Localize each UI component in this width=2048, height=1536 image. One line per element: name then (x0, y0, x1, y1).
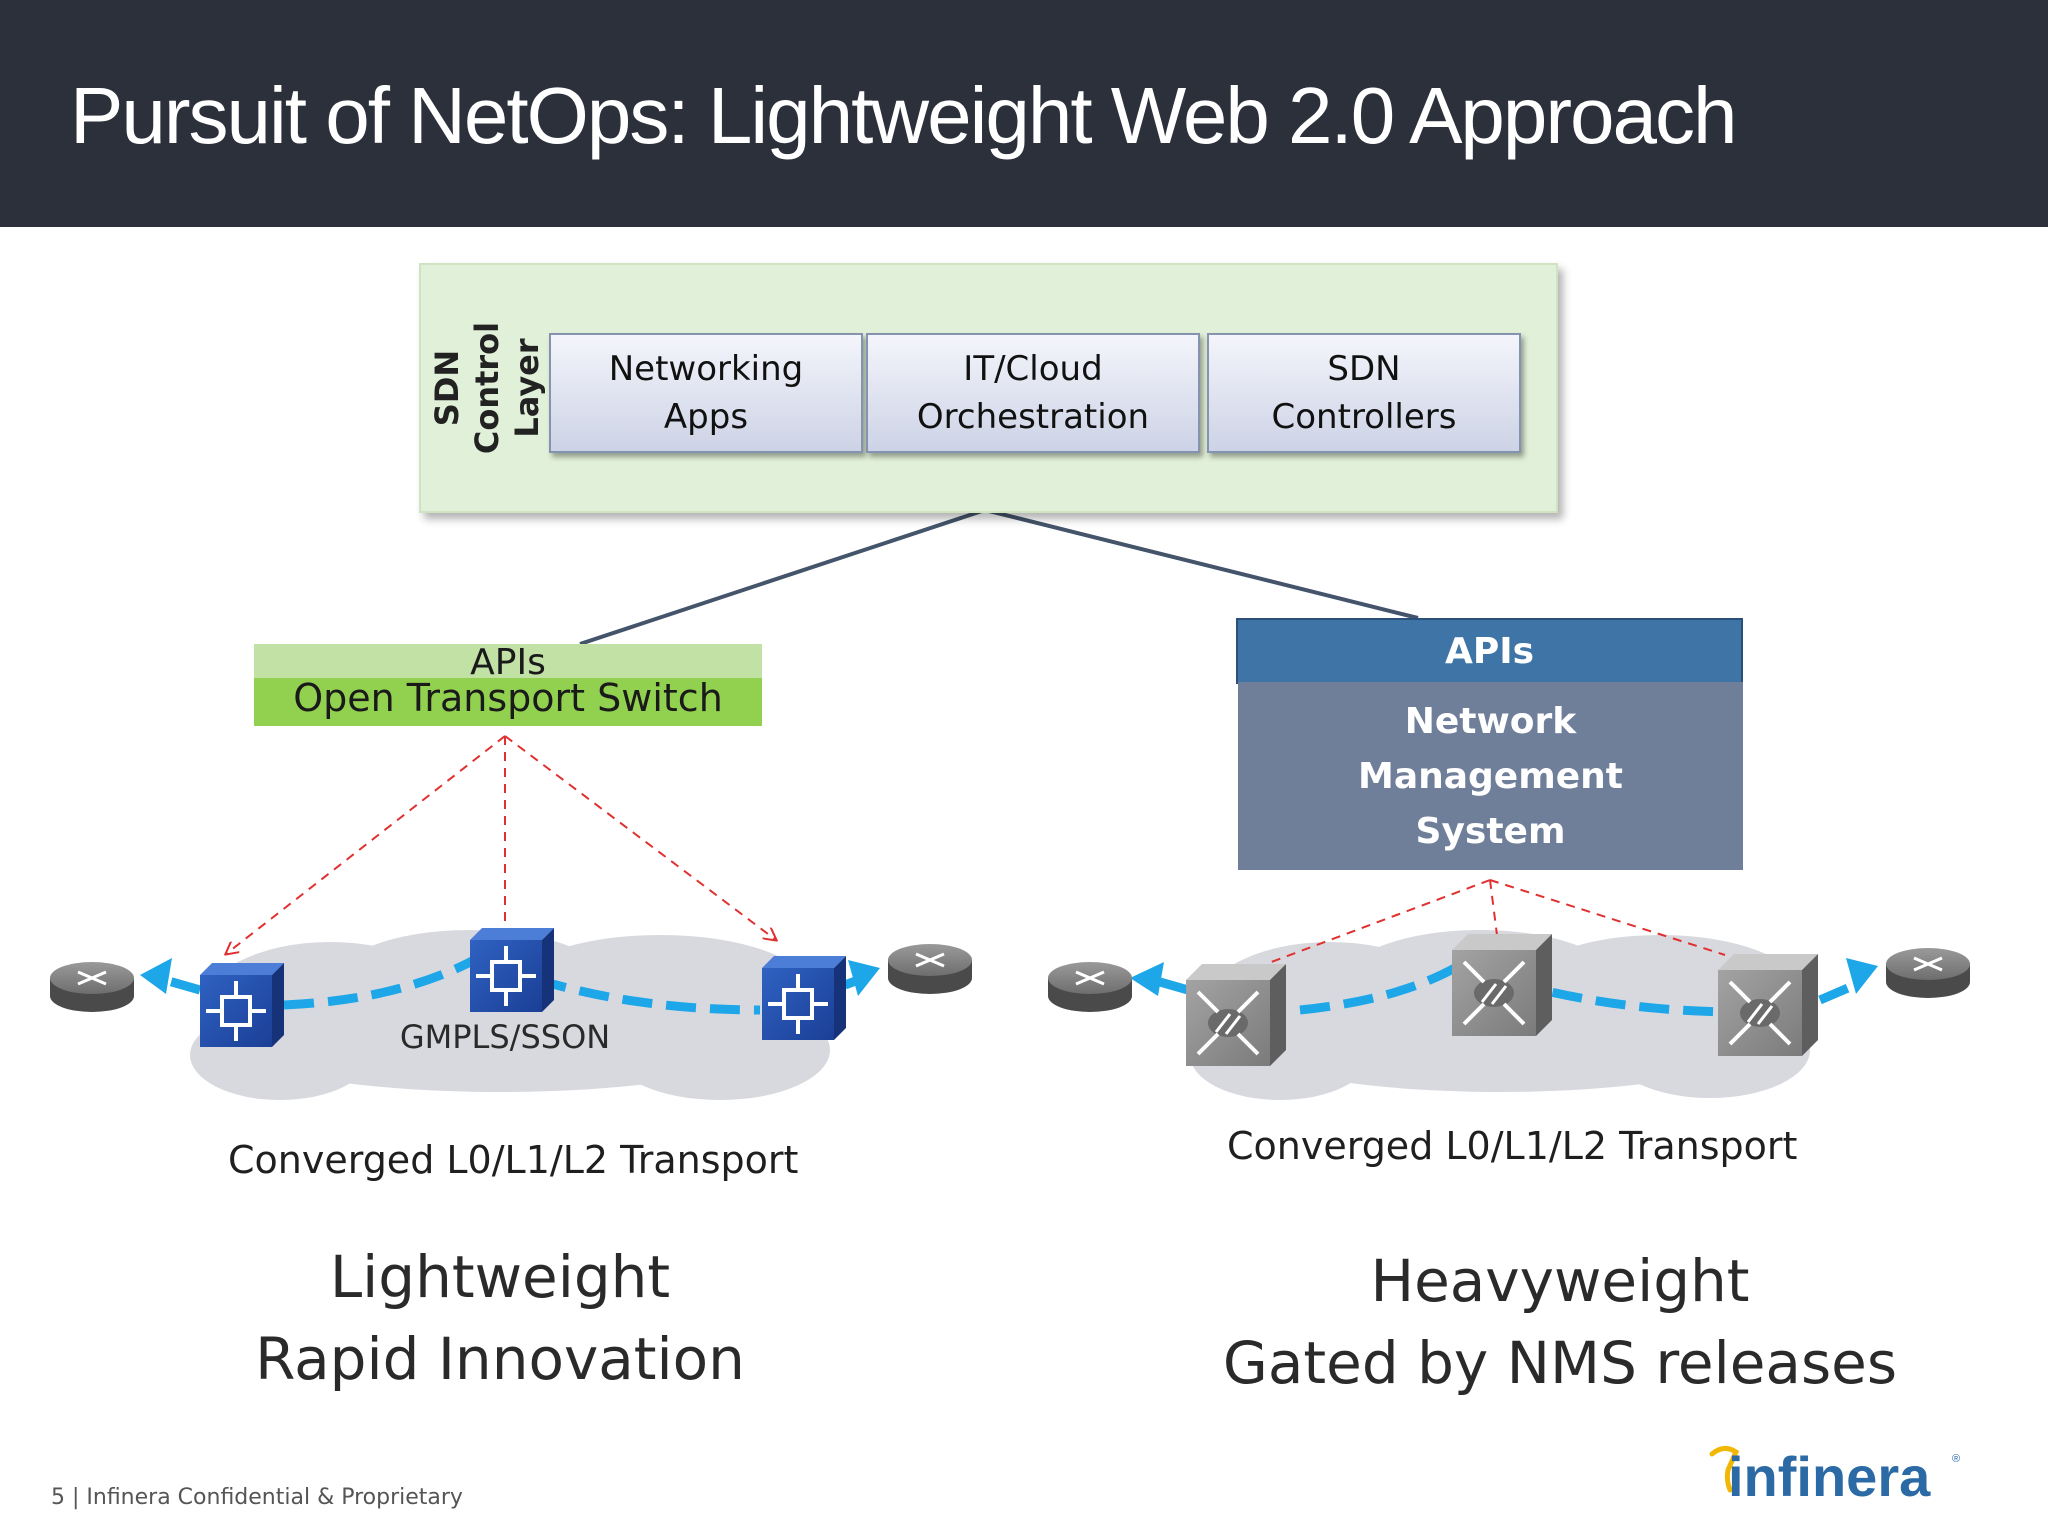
networking-apps-box: Networking Apps (549, 333, 863, 453)
network-management-system-box: Network Management System (1238, 682, 1743, 870)
lightweight-caption-line2: Rapid Innovation (255, 1325, 745, 1393)
ots-apis-bar (254, 644, 762, 678)
heavyweight-caption-line2: Gated by NMS releases (1222, 1329, 1898, 1397)
ots-apis-label: APIs (470, 642, 546, 683)
managed-switch-icon (1718, 954, 1818, 1056)
nms-apis-header: APIs (1236, 618, 1743, 684)
managed-switch-icon (1452, 934, 1552, 1036)
right-path-arrow-left (1130, 962, 1164, 996)
gmpls-sson-label: GMPLS/SSON (399, 1018, 611, 1056)
left-path-arrow-left (140, 958, 172, 994)
it-cloud-orchestration-box: IT/Cloud Orchestration (866, 333, 1200, 453)
infinera-logo: infinera ® (1709, 1445, 1960, 1508)
right-transport-label: Converged L0/L1/L2 Transport (1227, 1124, 1798, 1168)
open-transport-switch-icon (470, 928, 554, 1012)
router-icon (888, 944, 972, 994)
lightweight-caption-line1: Lightweight (329, 1243, 671, 1311)
slide-title: Pursuit of NetOps: Lightweight Web 2.0 A… (70, 71, 1738, 160)
sdn-controllers-box: SDN Controllers (1207, 333, 1521, 453)
footer-confidential-text: 5 | Infinera Confidential & Proprietary (51, 1485, 463, 1510)
sdn-connector-lines (579, 508, 1419, 646)
slide-header: Pursuit of NetOps: Lightweight Web 2.0 A… (0, 0, 2048, 227)
left-transport-label: Converged L0/L1/L2 Transport (228, 1138, 799, 1182)
svg-text:infinera: infinera (1728, 1445, 1931, 1508)
heavyweight-caption-line1: Heavyweight (1370, 1247, 1750, 1315)
open-transport-switch-icon (762, 956, 846, 1040)
lightweight-caption: Lightweight Rapid Innovation (200, 1236, 800, 1400)
right-path-arrow-right (1846, 958, 1878, 994)
left-control-arrows (226, 735, 776, 954)
right-control-arrows (1265, 879, 1726, 965)
open-transport-switch-label: Open Transport Switch (293, 676, 723, 720)
left-path-arrow-right (848, 960, 880, 996)
svg-text:®: ® (1952, 1453, 1960, 1465)
open-transport-switch-icon (200, 963, 284, 1047)
open-transport-switch-bar (254, 678, 762, 726)
managed-switch-icon (1186, 964, 1286, 1066)
router-icon (1886, 948, 1970, 998)
router-icon (1048, 962, 1132, 1012)
heavyweight-caption: Heavyweight Gated by NMS releases (1150, 1240, 1970, 1404)
sdn-control-layer-label: SDN Control Layer (428, 321, 546, 455)
router-icon (50, 962, 134, 1012)
